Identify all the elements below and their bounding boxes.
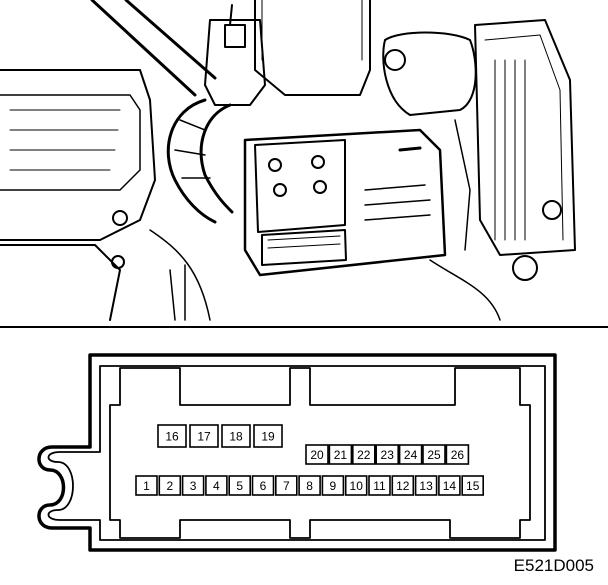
pin-8-label: 8 [306, 479, 313, 493]
pin-15-label: 15 [466, 479, 480, 493]
pin-21-label: 21 [334, 448, 348, 462]
pin-7-box [274, 475, 298, 496]
pin-24-box [398, 444, 423, 465]
figure-reference-code: E521D005 [513, 556, 594, 575]
pin-26-box [445, 444, 470, 465]
pin-13-box [414, 475, 438, 496]
pin-10-box [344, 475, 368, 496]
pin-12-label: 12 [396, 479, 410, 493]
pin-17-box [189, 424, 219, 448]
pin-17-label: 17 [197, 430, 211, 444]
pin-6-label: 6 [260, 479, 267, 493]
pin-14-label: 14 [443, 479, 457, 493]
pin-9-label: 9 [330, 479, 337, 493]
pin-22-label: 22 [357, 448, 371, 462]
engine-bay-illustration [0, 0, 576, 321]
pin-25-label: 25 [427, 448, 441, 462]
pin-2-box [158, 475, 182, 496]
pin-12-box [391, 475, 415, 496]
pin-6-box [251, 475, 275, 496]
pin-1-box [135, 475, 158, 496]
pin-3-label: 3 [190, 479, 197, 493]
pin-10-label: 10 [350, 479, 364, 493]
connector-outline [37, 353, 557, 552]
pin-7-label: 7 [283, 479, 290, 493]
pin-18-box [221, 424, 251, 448]
pin-2-label: 2 [166, 479, 173, 493]
pin-14-box [438, 475, 461, 496]
pin-3-box [181, 475, 205, 496]
pin-5-label: 5 [236, 479, 243, 493]
pin-1-label: 1 [143, 479, 150, 493]
pin-20-box [305, 444, 329, 465]
pin-21-box [328, 444, 353, 465]
pin-23-box [375, 444, 400, 465]
pin-13-label: 13 [419, 479, 433, 493]
pin-19-box [253, 424, 283, 448]
pin-4-label: 4 [213, 479, 220, 493]
pin-24-label: 24 [404, 448, 418, 462]
pin-11-label: 11 [373, 479, 386, 493]
pin-26-label: 26 [451, 448, 465, 462]
pin-23-label: 23 [381, 448, 395, 462]
pin-19-label: 19 [261, 430, 275, 444]
pin-25-box [422, 444, 446, 465]
pin-4-box [205, 475, 228, 496]
pin-9-box [321, 475, 345, 496]
pin-11-box [368, 475, 391, 496]
pin-8-box [298, 475, 321, 496]
pin-15-box [461, 475, 485, 496]
pin-5-box [228, 475, 251, 496]
pin-18-label: 18 [229, 430, 243, 444]
pin-16-box [157, 424, 187, 448]
pin-20-label: 20 [310, 448, 324, 462]
pin-16-label: 16 [165, 430, 179, 444]
pin-22-box [351, 444, 376, 465]
